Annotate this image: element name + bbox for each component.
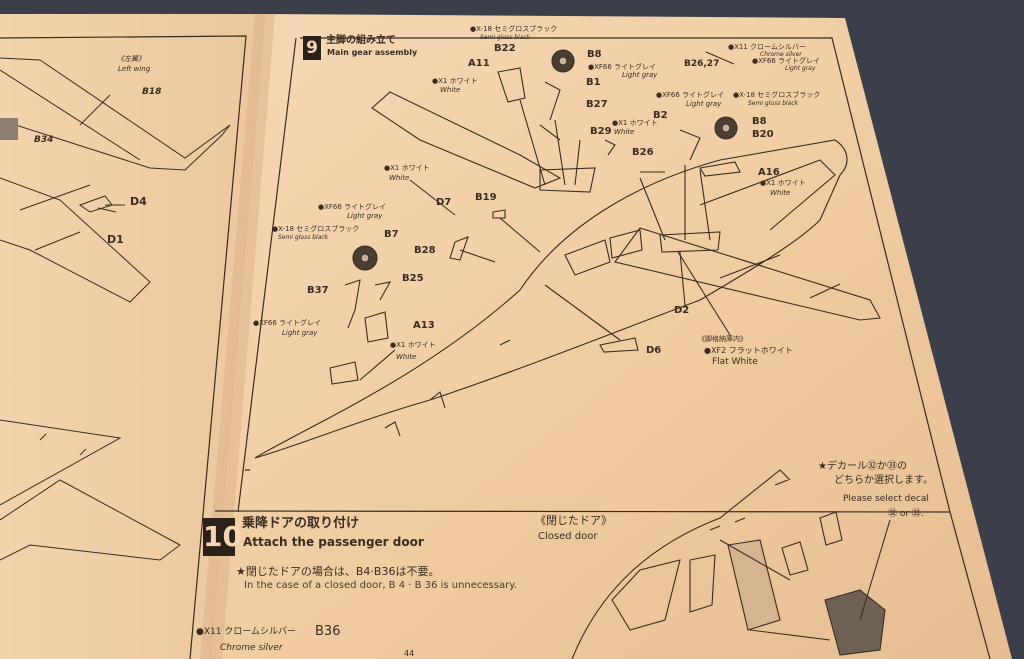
decal-note-jp-2: どちらか選択します。 [834, 475, 933, 486]
decal-note-jp-1: ★デカール㉜か㉝の [818, 461, 907, 472]
part-b22: B22 [494, 43, 516, 54]
callout-x18-top: ●X-18 セミグロスブラック [470, 25, 558, 33]
part-d7: D7 [436, 197, 452, 208]
callout-x1-a16-en: White [770, 189, 791, 197]
callout-x18-b7-en: Semi gloss black [278, 234, 329, 241]
callout-x18-b8: ●X-18 セミグロスブラック [733, 91, 821, 99]
part-b27: B27 [586, 99, 608, 110]
callout-bay: 《脚格納庫内》 [698, 335, 747, 343]
left-wing-jp-label: 《左翼》 [117, 55, 145, 63]
callout-xf2: ●XF2 フラットホワイト [704, 346, 793, 355]
part-d1: D1 [107, 233, 124, 246]
step10-title-en: Attach the passenger door [243, 535, 424, 549]
callout-x1-d7-en: White [389, 174, 410, 182]
decal-note-en-1: Please select decal [843, 494, 929, 504]
callout-xf66-b7-en: Light gray [347, 212, 383, 220]
callout-x1-d7: ●X1 ホワイト [384, 164, 430, 172]
callout-x11-tr-en: Chrome silver [760, 51, 802, 58]
callout-x1-b29: ●X1 ホワイト [612, 119, 658, 127]
callout-x1-b29-en: White [614, 128, 635, 136]
part-d2: D2 [674, 305, 690, 316]
part-b8-right: B8 [752, 116, 767, 127]
part-b8-top: B8 [587, 49, 602, 60]
callout-x1-a16: ●X1 ホワイト [760, 179, 806, 187]
step9-frame [300, 37, 951, 513]
part-b18: B18 [142, 87, 162, 97]
part-b26: B26 [632, 147, 654, 158]
callout-xf66-b1-en: Light gray [622, 71, 658, 79]
callout-xf66-b37-en: Light gray [282, 329, 318, 337]
part-a11: A11 [468, 58, 490, 69]
callout-x11-b36: ●X11 クロームシルバー [196, 627, 297, 637]
part-b36: B36 [315, 624, 341, 639]
callout-xf2-en: Flat White [712, 357, 758, 367]
part-b29: B29 [590, 126, 612, 137]
part-b19: B19 [475, 192, 497, 203]
right-page [210, 14, 1012, 659]
step10-note-jp: ★閉じたドアの場合は、B4·B36は不要。 [236, 565, 440, 578]
part-b34: B34 [34, 135, 54, 145]
part-a16: A16 [758, 167, 780, 178]
decal-note-en-2: ㉜ or ㉝. [888, 509, 924, 519]
part-b25: B25 [402, 273, 424, 284]
callout-xf66-b7: ●XF66 ライトグレイ [318, 203, 387, 211]
callout-x1-a11-en: White [440, 86, 461, 94]
callout-x1-a11: ●X1 ホワイト [432, 77, 478, 85]
callout-xf66-b37: ●XF66 ライトグレイ [253, 319, 322, 327]
callout-x11-b36-en: Chrome silver [220, 643, 283, 653]
step9-number: 9 [303, 36, 321, 60]
part-a13: A13 [413, 320, 435, 331]
left-wing-label: Left wing [118, 65, 151, 73]
part-b37: B37 [307, 285, 329, 296]
part-b20: B20 [752, 129, 774, 140]
part-b1: B1 [586, 77, 601, 88]
step-divider [237, 37, 297, 513]
left-page-frame [0, 35, 247, 659]
callout-x18-top-en: Semi gloss black [480, 34, 531, 41]
step10-frame [214, 510, 991, 659]
callout-xf66-tr: ●XF66 ライトグレイ [752, 57, 821, 65]
step9-title-en: Main gear assembly [327, 48, 418, 57]
part-d6: D6 [646, 345, 662, 356]
callout-x18-b8-en: Semi gloss black [748, 100, 799, 107]
callout-xf66-b1: ●XF66 ライトグレイ [588, 63, 657, 71]
part-b2: B2 [653, 110, 668, 121]
left-page [0, 14, 265, 659]
callout-xf66-tr-en: Light gray [785, 65, 816, 72]
step9-title-jp: 主脚の組み立て [326, 35, 396, 46]
callout-x1-a13-en: White [396, 353, 417, 361]
callout-xf66-b2: ●XF66 ライトグレイ [656, 91, 725, 99]
part-d4: D4 [130, 195, 147, 208]
closed-door-jp: 《閉じたドア》 [535, 514, 612, 527]
page-number: 44 [404, 649, 415, 658]
callout-x1-a13: ●X1 ホワイト [390, 341, 436, 349]
callout-x11-tr: ●X11 クロームシルバー [728, 43, 806, 51]
part-b7: B7 [384, 229, 399, 240]
part-b26-27: B26,27 [684, 59, 720, 69]
step10-title-jp: 乗降ドアの取り付け [242, 516, 360, 531]
callout-xf66-b2-en: Light gray [686, 100, 722, 108]
closed-door-en: Closed door [538, 531, 598, 542]
step10-number: 10 [203, 518, 242, 556]
gutter-shadow [200, 14, 275, 659]
callout-x18-b7: ●X-18 セミグロスブラック [272, 225, 360, 233]
part-b28: B28 [414, 245, 436, 256]
step10-note-en: In the case of a closed door, B 4 · B 36… [244, 580, 517, 591]
